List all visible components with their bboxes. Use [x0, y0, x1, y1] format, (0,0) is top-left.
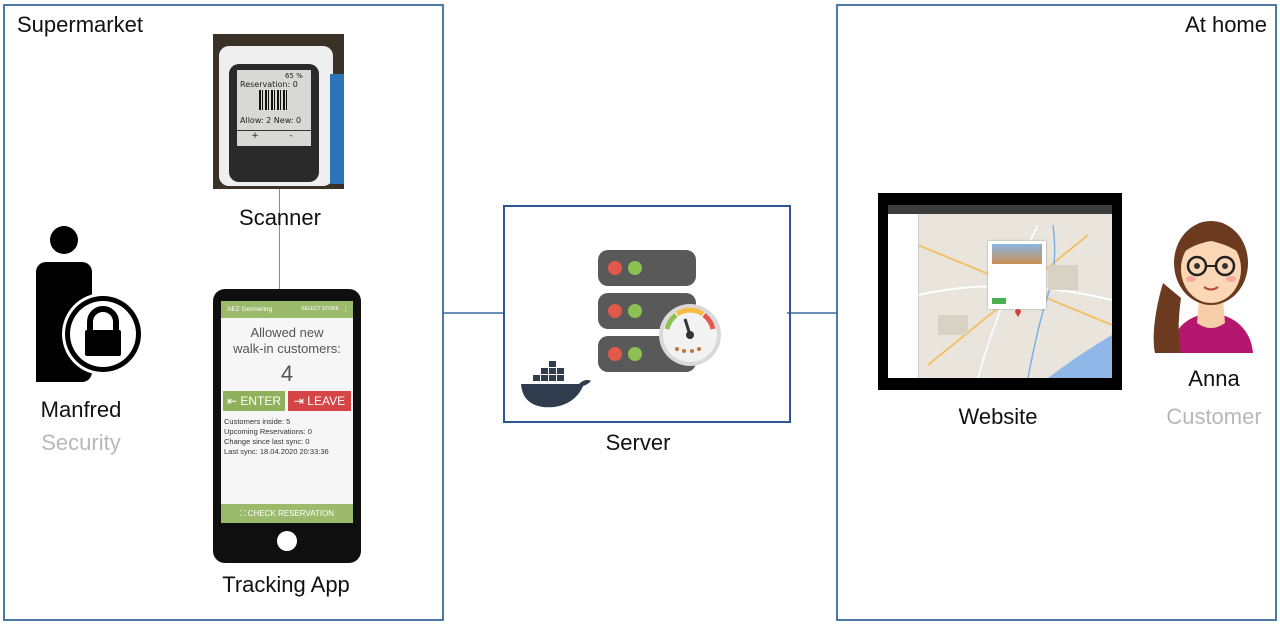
security-name: Manfred [40, 397, 122, 422]
website-screen [888, 205, 1112, 378]
server-box [503, 205, 791, 423]
info-last-sync: Last sync: 18.04.2020 20:33:36 [224, 447, 329, 456]
menu-icon[interactable]: ⋮ [342, 306, 350, 313]
connector-supermarket-server [444, 312, 503, 314]
server-gauge-icon [598, 250, 721, 372]
app-title: AEZ Germering [227, 306, 273, 313]
select-store-button[interactable]: SELECT STORE [301, 306, 339, 312]
supermarket-label: Supermarket [17, 12, 143, 37]
website-monitor [878, 193, 1122, 390]
leave-icon: ⇥ [293, 394, 308, 408]
website-topbar [888, 205, 1112, 214]
website-label: Website [958, 404, 1038, 429]
map-pin-icon [1015, 309, 1021, 317]
check-reservation-button[interactable]: ⛶ CHECK RESERVATION [221, 504, 353, 523]
server-label: Server [605, 430, 671, 455]
docker-whale-icon [521, 361, 591, 408]
security-role: Security [41, 430, 121, 455]
tracking-app-phone: AEZ Germering SELECT STORE ⋮ Allowed new… [213, 289, 361, 563]
tracking-app-label: Tracking App [222, 572, 350, 597]
check-reservation-label: CHECK RESERVATION [247, 509, 335, 518]
leave-button[interactable]: ⇥ LEAVE [288, 391, 351, 411]
allowed-count: 4 [280, 361, 294, 386]
info-upcoming-reservations: Upcoming Reservations: 0 [224, 427, 312, 436]
scanner-device-photo: 65 % Reservation: 0 Allow: 2 New: 0 + - [213, 34, 344, 189]
home-region [836, 4, 1277, 621]
phone-home-button [277, 531, 297, 551]
website-sidebar [888, 214, 919, 378]
enter-icon: ⇤ [226, 394, 241, 408]
customer-name: Anna [1188, 366, 1240, 391]
app-header: AEZ Germering SELECT STORE ⋮ [221, 301, 353, 318]
store-image [992, 244, 1042, 264]
allowed-line-1: Allowed new [250, 325, 324, 340]
allowed-line-2: walk-in customers: [233, 341, 341, 356]
security-guard-lock-icon [36, 226, 144, 382]
scanner-status: Allow: 2 New: 0 [240, 116, 302, 125]
scanner-minus: - [289, 131, 293, 141]
connector-server-home [787, 312, 836, 314]
scanner-reservation: Reservation: 0 [240, 80, 298, 89]
tracking-app-screen: AEZ Germering SELECT STORE ⋮ Allowed new… [221, 301, 353, 523]
scan-icon: ⛶ [239, 509, 248, 518]
home-label: At home [1185, 12, 1267, 37]
reserve-button[interactable] [992, 298, 1006, 304]
supermarket-region [3, 4, 444, 621]
enter-button[interactable]: ⇤ ENTER [223, 391, 285, 411]
scanner-label: Scanner [239, 205, 321, 230]
customer-avatar-icon [1153, 221, 1253, 353]
enter-label: ENTER [240, 394, 282, 408]
connector-scanner-app [279, 189, 280, 289]
customer-role: Customer [1166, 404, 1262, 429]
scanner-screen: 65 % Reservation: 0 Allow: 2 New: 0 + - [237, 70, 311, 146]
barcode-icon [259, 90, 289, 110]
info-customers-inside: Customers inside: 5 [224, 417, 291, 426]
scanner-plus: + [251, 131, 259, 141]
info-change-since-sync: Change since last sync: 0 [224, 437, 310, 446]
leave-label: LEAVE [307, 394, 346, 408]
app-info: Customers inside: 5 Upcoming Reservation… [224, 417, 329, 457]
store-popup [988, 241, 1046, 309]
scanner-battery: 65 % [285, 72, 303, 80]
